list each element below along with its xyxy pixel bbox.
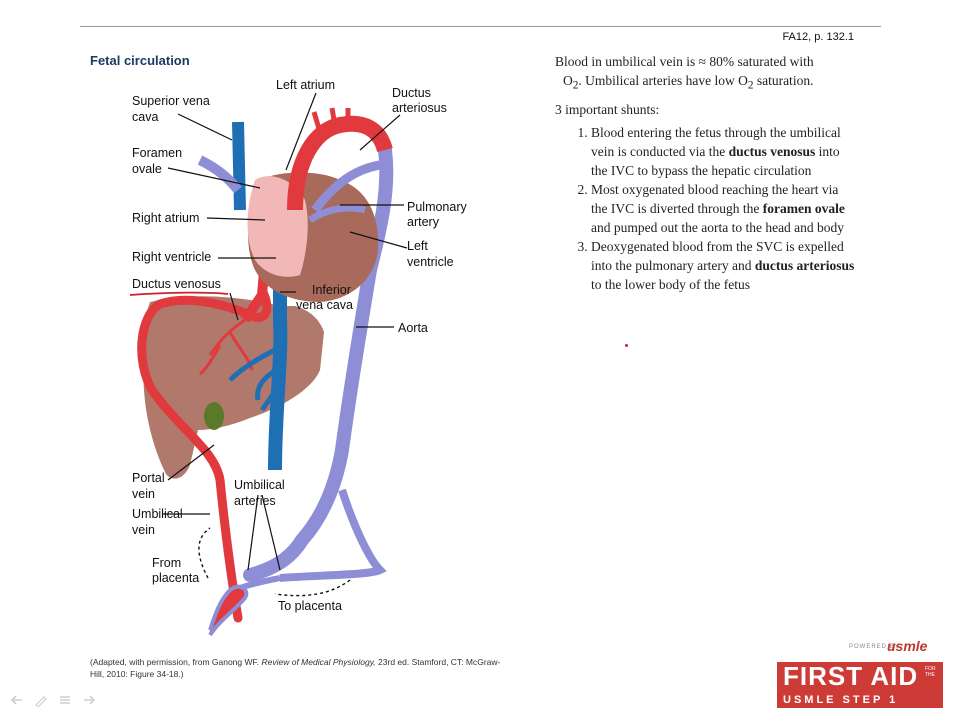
- label-portal-vein-2: vein: [132, 487, 155, 502]
- logo-for-the: FOR THE: [925, 666, 943, 678]
- caption-pre: (Adapted, with permission, from Ganong W…: [90, 657, 262, 667]
- slide-navigation: [10, 693, 96, 707]
- label-right-atrium: Right atrium: [132, 211, 199, 226]
- ductus-venosus-underline: [130, 293, 228, 295]
- logo-usmle: usmle: [887, 638, 927, 654]
- svc-branch: [200, 160, 238, 190]
- previous-arrow-icon[interactable]: [10, 693, 24, 707]
- annotation-dot: [625, 344, 628, 347]
- fetal-circulation-diagram: Left atrium Ductus arteriosus Superior v…: [80, 70, 510, 650]
- label-from-placenta-1: From: [152, 556, 181, 571]
- menu-icon[interactable]: [58, 693, 72, 707]
- shunt-item-1: Blood entering the fetus through the umb…: [591, 123, 855, 180]
- label-right-ventricle: Right ventricle: [132, 250, 211, 265]
- label-left-atrium: Left atrium: [276, 78, 335, 93]
- intro-line-2: O2. Umbilical arteries have low O2 satur…: [555, 71, 855, 96]
- label-aorta: Aorta: [398, 321, 428, 336]
- label-pulmonary-artery-2: artery: [407, 215, 439, 230]
- to-placenta-arrow: [275, 580, 350, 596]
- caption-book-title: Review of Medical Physiology,: [262, 657, 376, 667]
- label-foramen-ovale-2: ovale: [132, 162, 162, 177]
- label-umbilical-arteries-1: Umbilical: [234, 478, 285, 493]
- label-left-ventricle-2: ventricle: [407, 255, 454, 270]
- shunt-item-3: Deoxygenated blood from the SVC is expel…: [591, 237, 855, 294]
- logo-title: FIRST AID: [783, 661, 918, 692]
- shunts-heading: 3 important shunts:: [555, 100, 855, 119]
- gallbladder-shape: [204, 402, 224, 430]
- liver-shape: [142, 296, 324, 478]
- next-arrow-icon[interactable]: [82, 693, 96, 707]
- label-umbilical-arteries-2: arteries: [234, 494, 276, 509]
- label-ductus-arteriosus-1: Ductus: [392, 86, 431, 101]
- notes-panel: Blood in umbilical vein is ≈ 80% saturat…: [555, 52, 855, 294]
- label-from-placenta-2: placenta: [152, 571, 199, 586]
- label-ductus-venosus: Ductus venosus: [132, 277, 221, 292]
- label-portal-vein-1: Portal: [132, 471, 165, 486]
- label-superior-vena-cava-2: cava: [132, 110, 158, 125]
- label-pulmonary-artery-1: Pulmonary: [407, 200, 467, 215]
- label-inferior-vena-cava-1: Inferior: [312, 283, 351, 298]
- superior-vena-cava-vessel: [238, 122, 240, 210]
- figure-caption: (Adapted, with permission, from Ganong W…: [90, 656, 510, 680]
- page-reference: FA12, p. 132.1: [782, 31, 854, 43]
- shunt-item-2: Most oxygenated blood reaching the heart…: [591, 180, 855, 237]
- first-aid-logo: POWERED BY usmle FIRST AID FOR THE USMLE…: [777, 640, 943, 708]
- label-ductus-arteriosus-2: arteriosus: [392, 101, 447, 116]
- label-superior-vena-cava-1: Superior vena: [132, 94, 210, 109]
- label-inferior-vena-cava-2: vena cava: [296, 298, 353, 313]
- from-placenta-arrow: [199, 528, 210, 578]
- top-divider: [80, 26, 881, 27]
- shunts-list: Blood entering the fetus through the umb…: [555, 123, 855, 294]
- pen-icon[interactable]: [34, 693, 48, 707]
- figure-title: Fetal circulation: [90, 53, 190, 68]
- label-umbilical-vein-1: Umbilical: [132, 507, 183, 522]
- label-to-placenta: To placenta: [278, 599, 342, 614]
- label-left-ventricle-1: Left: [407, 239, 428, 254]
- logo-subtitle: USMLE STEP 1: [783, 694, 898, 706]
- label-umbilical-vein-2: vein: [132, 523, 155, 538]
- intro-line-1: Blood in umbilical vein is ≈ 80% saturat…: [555, 52, 855, 71]
- label-foramen-ovale-1: Foramen: [132, 146, 182, 161]
